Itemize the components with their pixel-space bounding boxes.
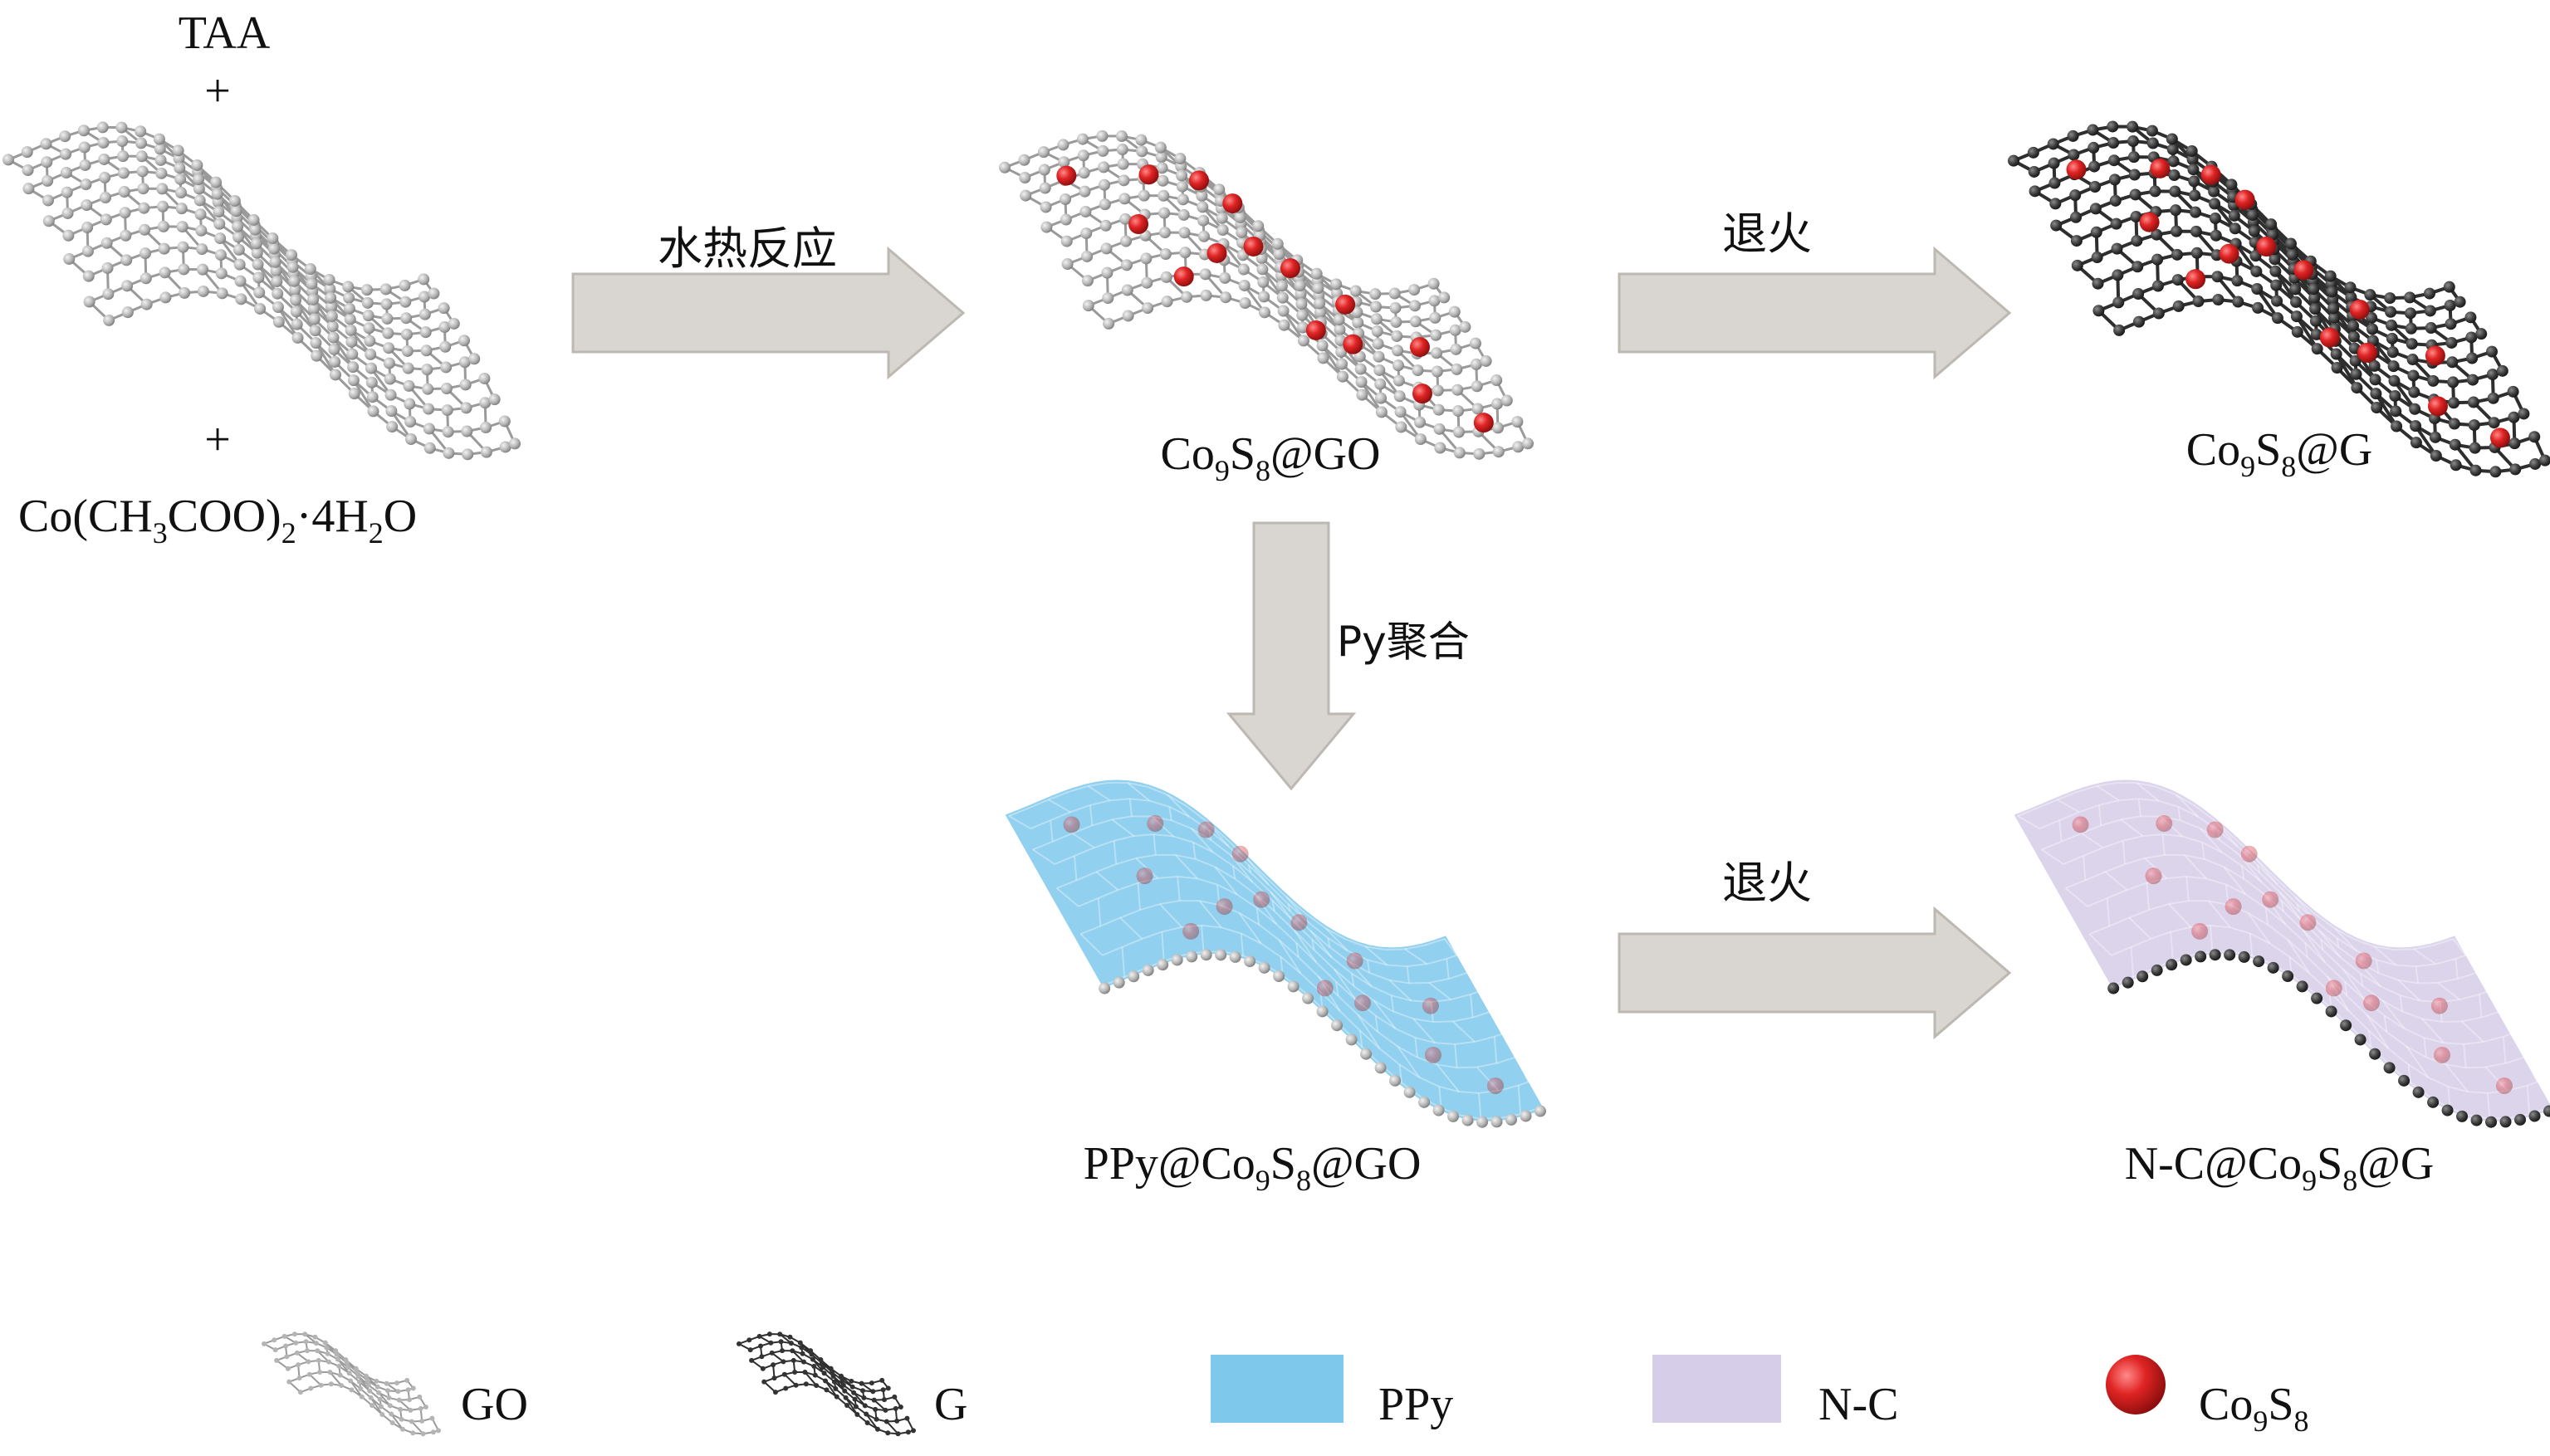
legend-g-label: G — [934, 1379, 967, 1430]
legend-co9s8-ball — [2106, 1355, 2166, 1414]
arrow-polymerize — [1229, 523, 1353, 789]
legend-nc-label: N-C — [1818, 1379, 1898, 1430]
legend-co9s8-label: Co9S8 — [2199, 1379, 2309, 1438]
nc-co9s8-g-sheet — [2018, 782, 2550, 1127]
arrow-anneal-bottom — [1619, 909, 2009, 1037]
cobalt-acetate-label: Co(CH3COO)2·4H2O — [18, 491, 417, 550]
legend-g-icon — [737, 1331, 916, 1436]
polymerize-label: Py聚合 — [1337, 618, 1470, 666]
arrow-anneal-top — [1619, 249, 2009, 377]
taa-label: TAA — [179, 7, 271, 59]
anneal-bottom-label: 退火 — [1722, 857, 1812, 909]
ppy-co9s8-go-sheet — [1009, 782, 1546, 1127]
legend-ppy-label: PPy — [1378, 1379, 1453, 1430]
hydrothermal-label: 水热反应 — [658, 222, 837, 275]
co9s8-go-sheet — [999, 130, 1534, 460]
co9s8-g-label: Co9S8@G — [2186, 424, 2373, 483]
plus-top: + — [204, 66, 231, 117]
legend-go-icon — [262, 1331, 441, 1436]
legend-nc-swatch — [1652, 1355, 1781, 1423]
plus-bottom: + — [204, 414, 231, 466]
ppy-co9s8-go-label: PPy@Co9S8@GO — [1084, 1138, 1422, 1197]
legend-go-label: GO — [461, 1379, 528, 1430]
nc-co9s8-g-label: N-C@Co9S8@G — [2125, 1138, 2435, 1197]
co9s8-go-label: Co9S8@GO — [1161, 428, 1381, 487]
anneal-top-label: 退火 — [1722, 208, 1812, 260]
legend-ppy-swatch — [1211, 1355, 1344, 1423]
go-sheet-reactant — [2, 121, 521, 460]
